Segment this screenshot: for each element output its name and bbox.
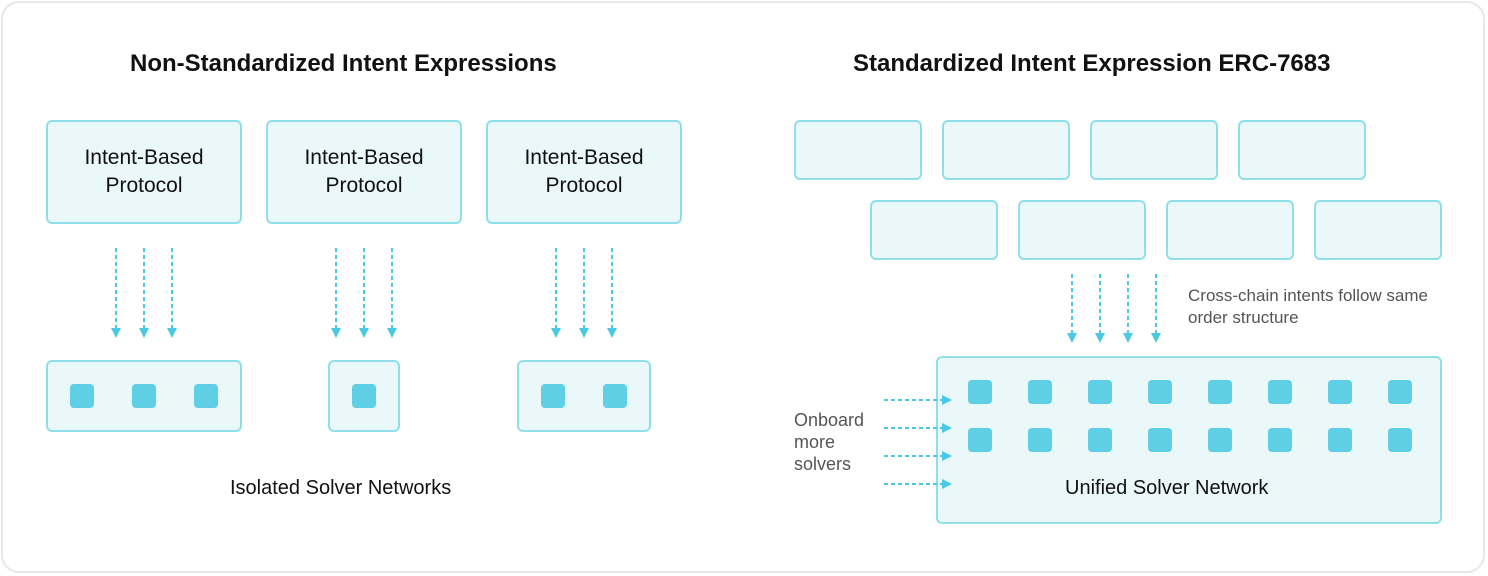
solver-node <box>1208 380 1232 404</box>
unified-solver-network <box>936 356 1442 524</box>
right-title: Standardized Intent Expression ERC-7683 <box>853 50 1331 77</box>
solver-node <box>1328 428 1352 452</box>
solver-node <box>194 384 218 408</box>
solver-node <box>968 380 992 404</box>
solver-node <box>1148 428 1172 452</box>
protocol-box-2: Intent-Based Protocol <box>266 120 462 224</box>
solver-node <box>968 428 992 452</box>
solver-node <box>1388 428 1412 452</box>
solver-node <box>1328 380 1352 404</box>
solver-node <box>132 384 156 408</box>
solver-node <box>70 384 94 408</box>
solver-node <box>1148 380 1172 404</box>
solver-node <box>1268 428 1292 452</box>
protocol-slot <box>1166 200 1294 260</box>
protocol-box-1: Intent-Based Protocol <box>46 120 242 224</box>
protocol-box-3: Intent-Based Protocol <box>486 120 682 224</box>
solver-node <box>352 384 376 408</box>
solver-node <box>603 384 627 408</box>
solver-network-1 <box>46 360 242 432</box>
protocol-slot <box>1238 120 1366 180</box>
left-title: Non-Standardized Intent Expressions <box>130 50 557 77</box>
protocol-slot <box>1018 200 1146 260</box>
solver-node <box>1088 380 1112 404</box>
solver-node <box>1028 380 1052 404</box>
solver-node <box>541 384 565 408</box>
solver-network-2 <box>328 360 400 432</box>
solver-node <box>1208 428 1232 452</box>
protocol-slot <box>870 200 998 260</box>
solver-node <box>1268 380 1292 404</box>
cross-chain-note: Cross-chain intents follow same order st… <box>1188 286 1428 327</box>
protocol-label-2: Intent-Based Protocol <box>304 146 424 197</box>
solver-network-3 <box>517 360 651 432</box>
left-footer-label: Isolated Solver Networks <box>230 477 452 499</box>
onboard-note: Onboard more solvers <box>794 410 865 474</box>
protocol-slot <box>942 120 1070 180</box>
solver-node <box>1028 428 1052 452</box>
protocol-slot <box>794 120 922 180</box>
solver-node <box>1388 380 1412 404</box>
protocol-label-1: Intent-Based Protocol <box>84 146 204 197</box>
protocol-slot <box>1090 120 1218 180</box>
protocol-label-3: Intent-Based Protocol <box>524 146 644 197</box>
solver-node <box>1088 428 1112 452</box>
protocol-slot <box>1314 200 1442 260</box>
right-footer-label: Unified Solver Network <box>1065 477 1269 499</box>
